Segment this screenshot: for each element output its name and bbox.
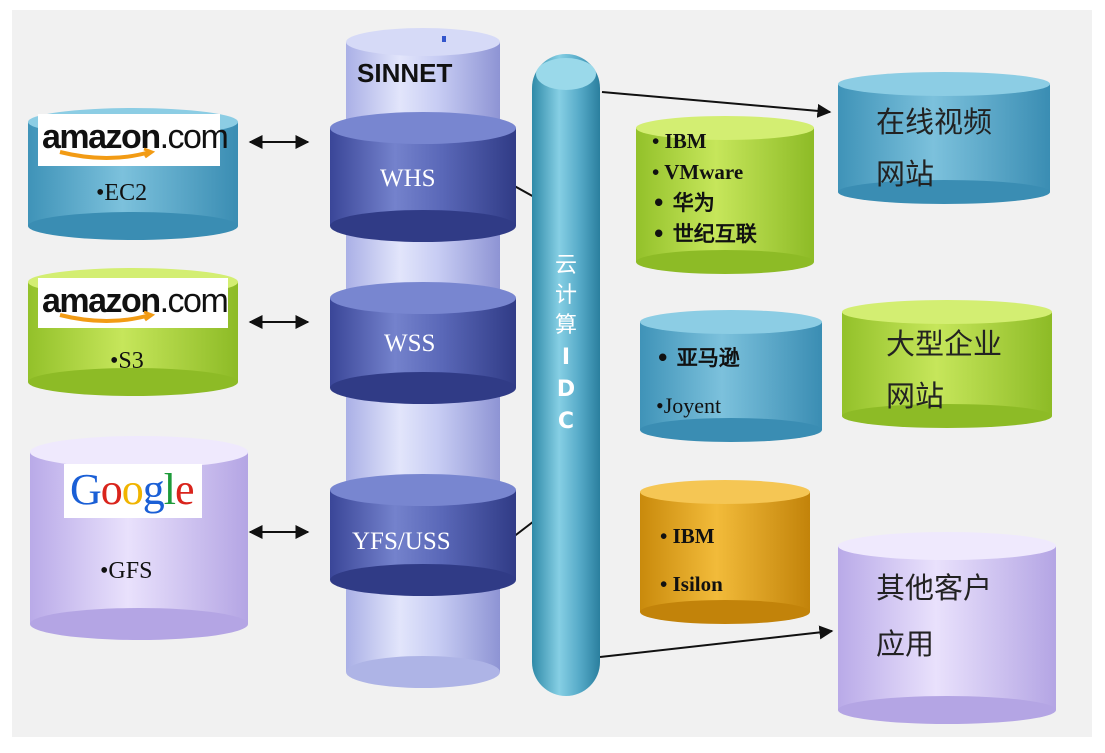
ring-wss-label: WSS [384,330,436,357]
idc-pillar-label: 云 计 算 I D C [554,255,578,443]
cylinder-target-video-shape [838,72,1050,204]
google-letter: G [70,465,102,514]
vendor-list-1: • IBM • VMware • 华为 • 世纪互联 [652,126,757,250]
ec2-label: •EC2 [96,180,148,206]
idc-char: 算 [554,313,577,338]
idc-char: D [556,377,576,402]
vendor-item: • 亚马逊 [656,346,740,370]
vendor-item: • IBM [652,129,707,153]
target-video-site: 在线视频 网站 [876,105,993,191]
idc-char: I [561,345,571,370]
cylinder-target-other-shape [838,532,1056,724]
vendor-item: • 世纪互联 [652,222,757,246]
amazon-logo: amazon.com [38,278,229,328]
ring-whs-label: WHS [380,165,436,192]
google-logo: Google [64,464,202,518]
google-letter: l [163,465,176,514]
idc-char: 云 [554,253,577,278]
vendor-item: • Isilon [660,572,723,596]
amazon-smile-icon [59,147,156,160]
google-wordmark: Google [70,465,195,514]
sinnet-label: SINNET [357,58,453,88]
arrow-to-other-apps [599,625,834,658]
cylinder-target-enterprise-shape [842,300,1052,428]
s3-label: •S3 [110,348,144,374]
idc-pillar-shape [532,54,600,696]
cylinder-vendors-1-shape [636,116,814,274]
cylinder-vendors-3-shape [640,480,810,624]
vendor-item: •Joyent [656,393,722,418]
arrow-to-video-site [601,91,832,118]
vendor-list-3: • IBM • Isilon [660,512,723,608]
idc-char: C [557,409,575,434]
cylinder-vendors-2-shape [640,310,822,442]
ring-whs-shape [330,112,516,242]
vendor-list-2: • 亚马逊 •Joyent [656,334,740,430]
vendor-item: • 华为 [652,191,715,215]
google-letter: e [175,465,195,514]
vendor-item: • VMware [652,160,744,184]
idc-char: 计 [554,283,577,308]
target-enterprise-site: 大型企业 网站 [886,327,1003,413]
ring-yfs-label: YFS/USS [352,528,451,555]
google-letter: g [142,465,165,514]
ring-wss-shape [330,282,516,404]
amazon-smile-icon [59,310,156,323]
ring-yfs-shape [330,474,516,596]
google-letter: o [100,465,123,514]
google-letter: o [121,465,144,514]
vendor-item: • IBM [660,524,715,548]
target-other-apps: 其他客户 应用 [876,571,993,661]
gfs-label: •GFS [100,558,153,584]
amazon-logo: amazon.com [38,114,229,166]
